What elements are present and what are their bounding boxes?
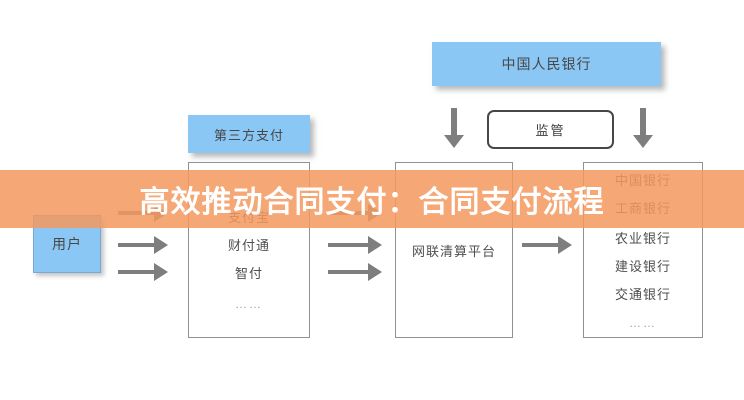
arrow-down-icon	[633, 108, 653, 148]
arrow-right-head	[368, 263, 382, 281]
arrow-right-icon	[328, 263, 382, 281]
arrow-right-head	[154, 263, 168, 281]
arrow-right-stem	[328, 270, 369, 274]
central-bank-label: 中国人民银行	[501, 56, 592, 72]
arrow-down-head	[444, 135, 464, 148]
third-party-label: 第三方支付	[213, 127, 284, 143]
node-supervision: 监管	[487, 110, 614, 149]
bank-item: 农业银行	[614, 231, 671, 246]
page-title: 高效推动合同支付：合同支付流程	[139, 186, 605, 219]
arrow-right-head	[558, 236, 572, 254]
clearing-platform-label: 网联清算平台	[411, 243, 496, 259]
third-party-item-ellipsis: ……	[235, 297, 263, 311]
arrow-right-icon	[328, 236, 382, 254]
third-party-item: 财付通	[227, 238, 270, 253]
arrow-down-stem	[451, 108, 457, 135]
arrow-right-icon	[118, 236, 168, 254]
arrow-right-head	[368, 236, 382, 254]
arrow-down-head	[633, 135, 653, 148]
bank-item-ellipsis: ……	[629, 316, 657, 330]
arrow-right-icon	[118, 263, 168, 281]
bank-item: 建设银行	[614, 259, 671, 274]
bank-item: 交通银行	[614, 287, 671, 302]
arrow-right-stem	[118, 270, 155, 274]
arrow-right-stem	[118, 243, 155, 247]
supervision-label: 监管	[535, 123, 566, 138]
arrow-right-head	[154, 236, 168, 254]
node-third-party-header: 第三方支付	[188, 115, 310, 153]
title-banner: 高效推动合同支付：合同支付流程	[0, 170, 744, 228]
arrow-right-icon	[522, 236, 572, 254]
arrow-right-stem	[522, 243, 559, 247]
arrow-down-stem	[640, 108, 646, 135]
node-central-bank: 中国人民银行	[432, 42, 661, 86]
user-label: 用户	[52, 236, 82, 252]
arrow-down-icon	[444, 108, 464, 148]
arrow-right-stem	[328, 243, 369, 247]
third-party-item: 智付	[234, 266, 263, 281]
